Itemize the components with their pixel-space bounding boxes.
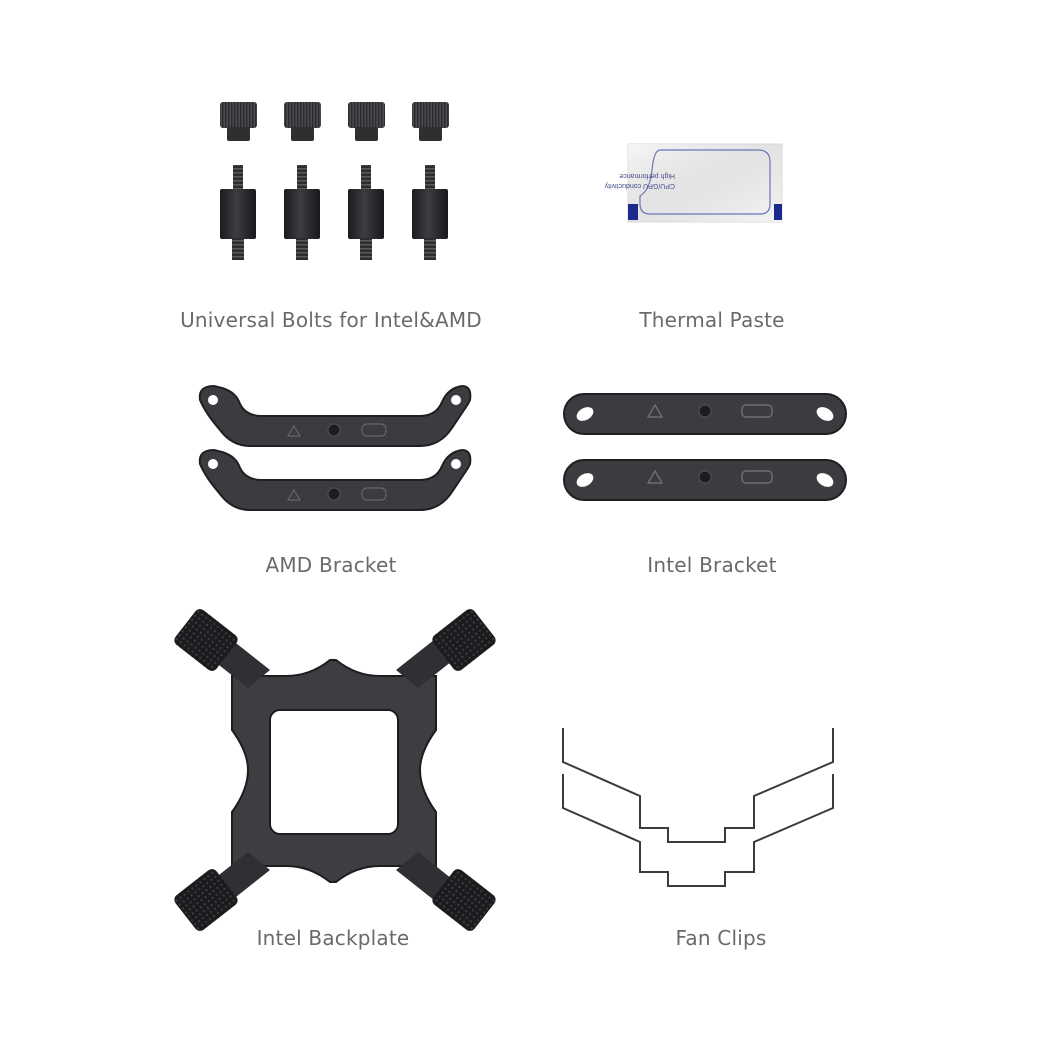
amd-bracket-upper (198, 384, 472, 447)
standoff (412, 165, 448, 260)
fan-clip-lower (562, 774, 834, 887)
caption-thermal-paste: Thermal Paste (639, 308, 785, 332)
intel-backplate (174, 609, 496, 931)
thumb-screw (284, 102, 321, 141)
thumb-screw (220, 102, 257, 141)
caption-amd-bracket: AMD Bracket (265, 553, 397, 577)
fan-clip-upper (562, 728, 834, 843)
caption-fan-clips: Fan Clips (675, 926, 767, 950)
amd-bracket-lower (198, 448, 472, 511)
intel-bracket-lower (563, 459, 847, 501)
thermal-paste-packet: High performance CPU/GPU conductivity (604, 143, 783, 223)
standoff (220, 165, 256, 260)
intel-bracket-upper (563, 393, 847, 435)
standoff (284, 165, 320, 260)
caption-intel-backplate: Intel Backplate (256, 926, 410, 950)
standoff (348, 165, 384, 260)
caption-universal-bolts: Universal Bolts for Intel&AMD (180, 308, 482, 332)
paste-text-line2: CPU/GPU conductivity (604, 182, 675, 189)
paste-text-line1: High performance (619, 172, 675, 179)
caption-intel-bracket: Intel Bracket (647, 553, 777, 577)
thumb-screw (348, 102, 385, 141)
thumb-screw (412, 102, 449, 141)
